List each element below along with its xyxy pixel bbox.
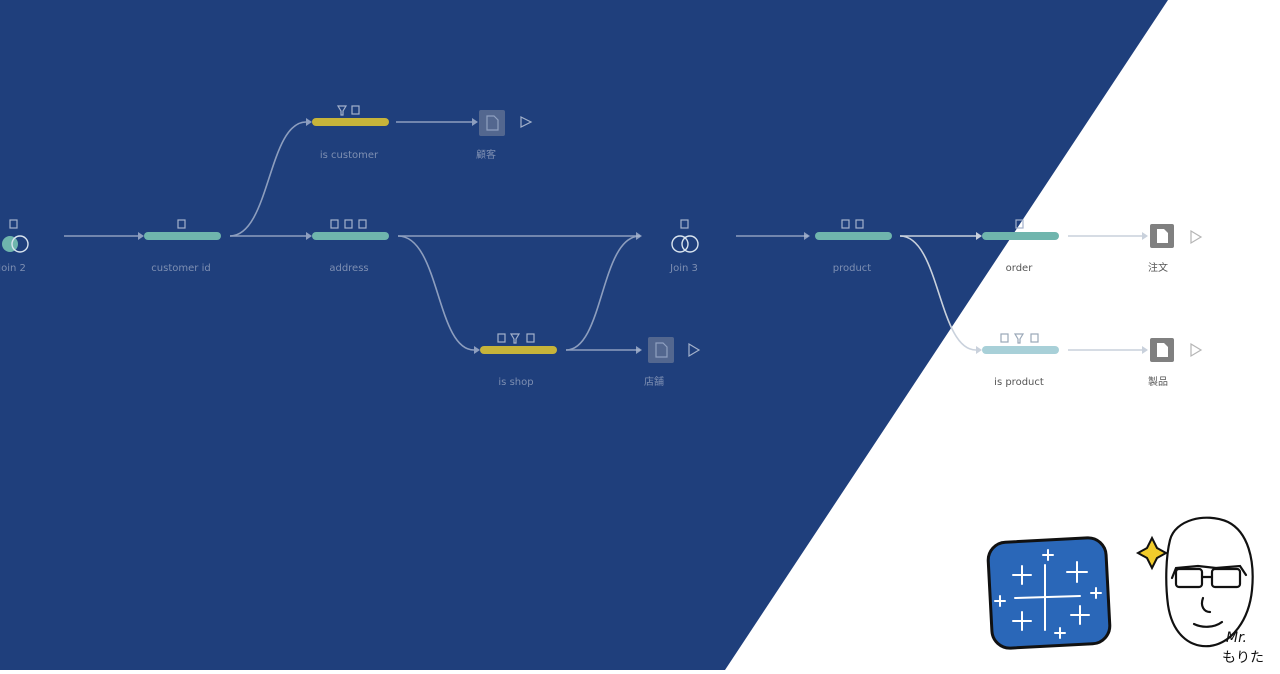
sparkle-icon — [1135, 535, 1169, 571]
customer-id-bar — [144, 232, 221, 240]
customer-output-label: 顧客 — [476, 148, 496, 161]
run-icon[interactable] — [1190, 229, 1203, 245]
doc-icon — [344, 219, 353, 229]
is-product-bar — [982, 346, 1059, 354]
run-icon[interactable] — [688, 342, 701, 358]
edge-address-isshop — [397, 235, 475, 351]
order-node[interactable]: order — [982, 219, 1059, 274]
edge-customerid-iscustomer — [229, 121, 307, 237]
doc-icon — [330, 219, 339, 229]
is-product-label: is product — [994, 377, 1044, 388]
doc-icon — [351, 105, 360, 115]
connectors-navy — [64, 121, 808, 351]
join-icon — [671, 235, 689, 253]
product-node[interactable]: product — [815, 219, 892, 274]
product-output-node[interactable]: 製品 — [1148, 338, 1203, 388]
address-node[interactable]: address — [312, 219, 389, 274]
product-bar — [815, 232, 892, 240]
doc-icon — [855, 219, 864, 229]
filter-icon — [1013, 333, 1025, 344]
is-shop-bar — [480, 346, 557, 354]
order-output-label: 注文 — [1148, 261, 1168, 274]
customer-id-label: customer id — [151, 263, 210, 274]
arrowheads-white — [976, 232, 1148, 354]
output-file-icon — [479, 110, 505, 136]
is-shop-label: is shop — [498, 377, 533, 388]
signature-line2: もりた — [1222, 650, 1264, 666]
order-label: order — [1006, 263, 1034, 274]
address-bar — [312, 232, 389, 240]
address-label: address — [329, 263, 368, 274]
is-product-node[interactable]: is product — [982, 333, 1059, 388]
order-bar — [982, 232, 1059, 240]
is-customer-node[interactable]: is customer — [312, 105, 389, 161]
run-icon[interactable] — [520, 116, 533, 128]
doc-icon — [526, 333, 535, 343]
is-customer-label: is customer — [320, 150, 379, 161]
arrowheads-navy — [138, 118, 810, 354]
doc-icon — [1015, 219, 1024, 229]
join2-node[interactable]: Join 2 — [0, 219, 29, 274]
join-icon — [2, 236, 18, 252]
tableau-logo-sketch — [986, 536, 1112, 650]
doc-icon — [177, 219, 186, 229]
customer-output-node[interactable]: 顧客 — [476, 110, 533, 161]
doc-icon — [680, 219, 689, 229]
customer-id-node[interactable]: customer id — [144, 219, 221, 274]
order-output-node[interactable]: 注文 — [1148, 224, 1203, 274]
filter-icon — [509, 333, 521, 344]
join2-label: Join 2 — [0, 263, 26, 274]
output-file-icon — [648, 337, 674, 363]
signature-line1: Mr. — [1226, 630, 1247, 646]
product-label: product — [833, 263, 872, 274]
join3-label: Join 3 — [669, 263, 698, 274]
doc-icon — [1030, 333, 1039, 343]
run-icon[interactable] — [1190, 342, 1203, 358]
join3-node[interactable]: Join 3 — [669, 219, 699, 274]
shop-output-label: 店舗 — [644, 375, 664, 388]
product-output-label: 製品 — [1148, 375, 1168, 388]
edge-isshop-join3 — [565, 235, 641, 351]
avatar-sketch: Mr. もりた — [1135, 516, 1264, 666]
navy-diagonal-panel — [0, 0, 1168, 670]
doc-icon — [841, 219, 850, 229]
shop-output-node[interactable]: 店舗 — [644, 337, 701, 388]
doc-icon — [9, 219, 18, 229]
is-customer-bar — [312, 118, 389, 126]
is-shop-node[interactable]: is shop — [480, 333, 557, 388]
doc-icon — [497, 333, 506, 343]
filter-icon — [336, 105, 348, 116]
edge-product-isproduct — [899, 235, 977, 351]
edit-icon — [358, 219, 367, 229]
connectors-white — [899, 235, 1142, 351]
doc-icon — [1000, 333, 1009, 343]
